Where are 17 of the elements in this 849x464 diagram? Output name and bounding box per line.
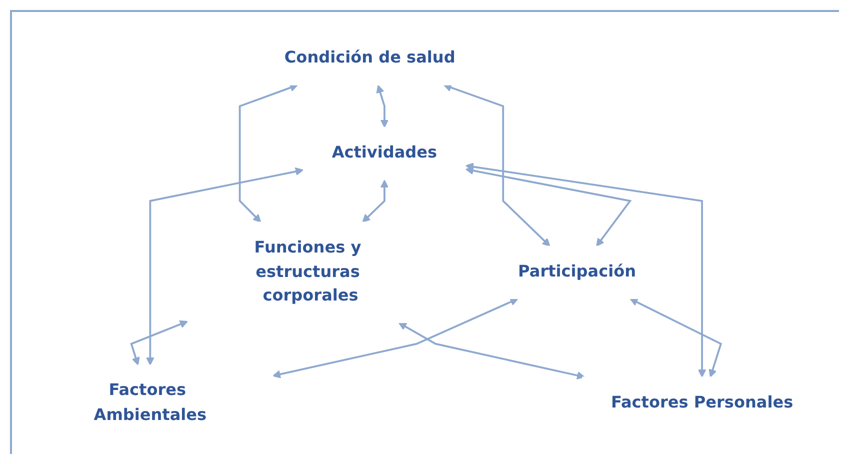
arrow <box>272 298 518 378</box>
arrow <box>362 180 389 223</box>
arrow <box>398 322 586 380</box>
node-text: Participación <box>518 262 636 282</box>
arrow <box>130 320 188 366</box>
arrow <box>146 167 304 366</box>
arrow <box>376 84 389 128</box>
arrow <box>465 162 706 378</box>
node-text: Condición de salud <box>284 48 456 68</box>
arrow <box>238 84 298 223</box>
node-text: Factores Personales <box>610 393 794 412</box>
node-text: Funciones y estructuras corporales <box>254 238 362 306</box>
arrow <box>630 298 722 378</box>
node-text: Actividades <box>332 143 438 162</box>
arrow <box>465 166 632 247</box>
arrow <box>443 84 550 247</box>
node-text: Factores Ambientales <box>94 381 207 424</box>
